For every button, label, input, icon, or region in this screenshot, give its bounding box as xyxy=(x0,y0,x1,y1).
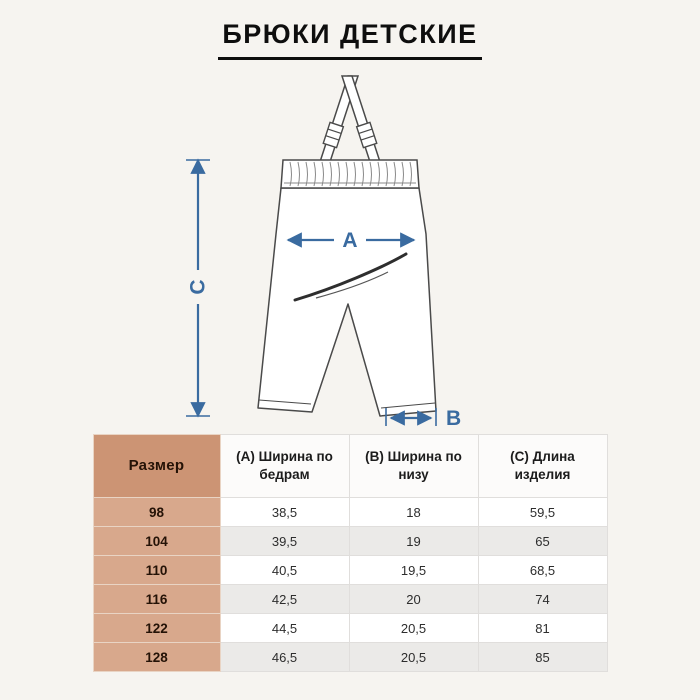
table-header-width-hips: (A) Ширина по бедрам xyxy=(219,434,350,498)
value-cell: 65 xyxy=(477,526,608,556)
size-cell: 128 xyxy=(92,642,221,672)
measure-b-arrow xyxy=(385,408,437,428)
value-cell: 38,5 xyxy=(219,497,350,527)
value-cell: 46,5 xyxy=(219,642,350,672)
table-row: 122 44,5 20,5 81 xyxy=(92,613,608,643)
value-cell: 68,5 xyxy=(477,555,608,585)
value-cell: 44,5 xyxy=(219,613,350,643)
value-cell: 81 xyxy=(477,613,608,643)
size-cell: 98 xyxy=(92,497,221,527)
size-table: Размер (A) Ширина по бедрам (B) Ширина п… xyxy=(92,434,608,672)
measure-a-label: A xyxy=(342,229,357,252)
table-row: 116 42,5 20 74 xyxy=(92,584,608,614)
table-header-length: (C) Длина изделия xyxy=(477,434,608,498)
value-cell: 20,5 xyxy=(348,642,479,672)
page-title: БРЮКИ ДЕТСКИЕ xyxy=(218,19,482,60)
measure-b-label: B xyxy=(446,407,461,426)
suspenders-icon xyxy=(316,75,384,169)
size-cell: 110 xyxy=(92,555,221,585)
measure-c-label: C xyxy=(187,279,210,294)
size-cell: 104 xyxy=(92,526,221,556)
value-cell: 59,5 xyxy=(477,497,608,527)
page-header: БРЮКИ ДЕТСКИЕ xyxy=(0,0,700,60)
pants-diagram: A C B xyxy=(130,64,570,430)
value-cell: 74 xyxy=(477,584,608,614)
value-cell: 20 xyxy=(348,584,479,614)
trousers-icon xyxy=(257,159,437,417)
table-header-row: Размер (A) Ширина по бедрам (B) Ширина п… xyxy=(92,434,608,498)
value-cell: 42,5 xyxy=(219,584,350,614)
pants-schematic-drawing: A C B xyxy=(186,75,461,430)
value-cell: 85 xyxy=(477,642,608,672)
value-cell: 19 xyxy=(348,526,479,556)
table-header-width-bottom: (B) Ширина по низу xyxy=(348,434,479,498)
table-row: 98 38,5 18 59,5 xyxy=(92,497,608,527)
size-cell: 122 xyxy=(92,613,221,643)
value-cell: 40,5 xyxy=(219,555,350,585)
table-header-size: Размер xyxy=(92,434,221,498)
table-row: 110 40,5 19,5 68,5 xyxy=(92,555,608,585)
size-cell: 116 xyxy=(92,584,221,614)
value-cell: 18 xyxy=(348,497,479,527)
value-cell: 19,5 xyxy=(348,555,479,585)
value-cell: 20,5 xyxy=(348,613,479,643)
table-row: 104 39,5 19 65 xyxy=(92,526,608,556)
measure-c-arrow xyxy=(186,158,210,418)
table-row: 128 46,5 20,5 85 xyxy=(92,642,608,672)
value-cell: 39,5 xyxy=(219,526,350,556)
